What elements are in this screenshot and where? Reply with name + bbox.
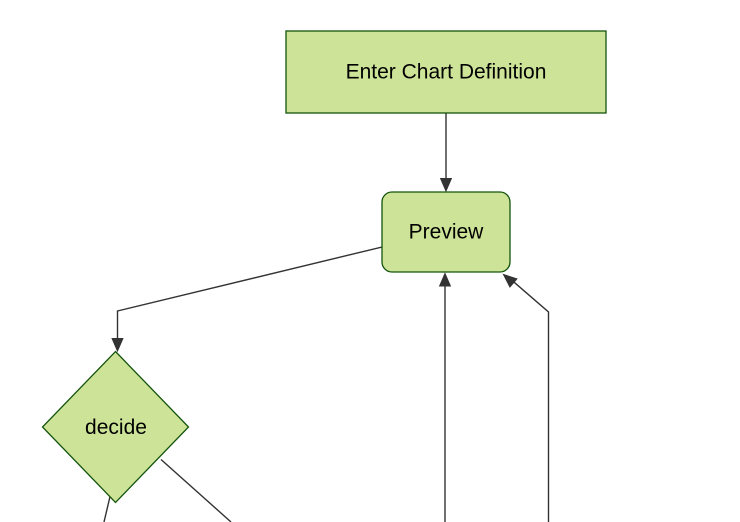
arrowhead-definition-to-preview xyxy=(439,178,453,193)
node-preview-label: Preview xyxy=(409,221,485,244)
edge-decide-to-offscreen-bottom xyxy=(103,494,112,522)
node-decide-shape xyxy=(41,350,190,504)
edge-decide-to-offscreen-right xyxy=(160,458,232,522)
node-group: Enter Chart Definition Preview decide xyxy=(41,30,607,504)
arrowhead-return-to-preview xyxy=(438,272,452,287)
node-enter-chart-definition: Enter Chart Definition xyxy=(285,30,607,114)
node-enter-chart-definition-shape xyxy=(285,30,607,114)
arrowhead-preview-to-decide xyxy=(111,338,124,353)
node-decide-label: decide xyxy=(85,416,147,439)
node-preview: Preview xyxy=(381,191,511,273)
node-preview-shape xyxy=(381,191,511,273)
node-enter-chart-definition-label: Enter Chart Definition xyxy=(346,61,547,84)
edge-return-right-to-preview xyxy=(513,281,550,522)
arrowhead-return-right-to-preview xyxy=(502,273,518,288)
edge-group xyxy=(103,113,550,522)
node-decide: decide xyxy=(41,350,190,504)
edge-preview-to-decide xyxy=(116,246,383,340)
